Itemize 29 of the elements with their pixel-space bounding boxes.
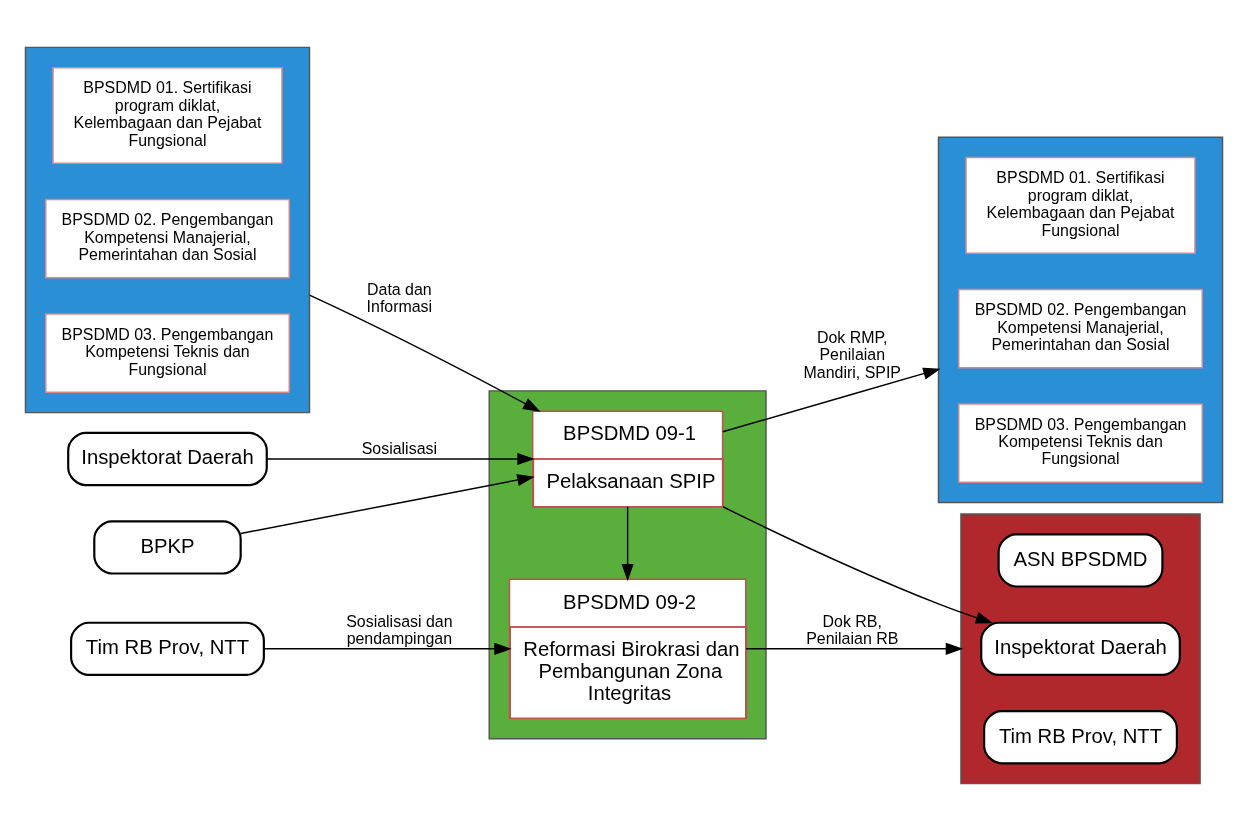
node-box: BPSDMD 01. Sertifikasi program diklat, Kelembagaan dan Pejabat Fungsional [965,156,1196,254]
edge-label: Data dan Informasi [366,280,433,315]
node-box: Inspektorat Daerah [67,431,268,486]
cluster [488,389,767,739]
arrow [722,505,994,624]
node-box: BPSDMD 01. Sertifikasi program diklat, Kelembagaan dan Pejabat Fungsional [52,66,283,164]
arrow [240,473,535,534]
node-box: BPSDMD 02. Pengembangan Kompetensi Manajerial, Pemerintahan dan Sosial [45,198,290,279]
node-box: Tim RB Prov, NTT [983,709,1178,764]
edge-label: Dok RB, Penilaian RB [806,612,899,647]
node-box: BPKP [93,519,242,575]
node-box: BPSDMD 03. Pengembangan Kompetensi Teknis dan Fungsional [45,312,290,393]
edge-label: Sosialisasi dan pendampingan [346,612,453,647]
arrow [722,367,941,432]
cluster [937,136,1224,503]
arrow [266,452,535,465]
arrow [621,505,634,581]
node-box: Inspektorat Daerah [980,621,1181,676]
node-box: Tim RB Prov, NTT [70,621,265,676]
node-box: ASN BPSDMD [997,532,1164,588]
edge-label: Sosialisasi [361,439,438,457]
arrow [308,294,541,412]
node-box: BPSDMD 02. Pengembangan Kompetensi Manajerial, Pemerintahan dan Sosial [958,288,1203,368]
cluster [960,512,1201,784]
arrow [263,642,512,655]
edge-label: Dok RMP, Penilaian Mandiri, SPIP [803,328,901,381]
arrow [745,642,964,655]
cluster [24,46,311,413]
node-box: BPSDMD 03. Pengembangan Kompetensi Teknis dan Fungsional [958,402,1203,483]
